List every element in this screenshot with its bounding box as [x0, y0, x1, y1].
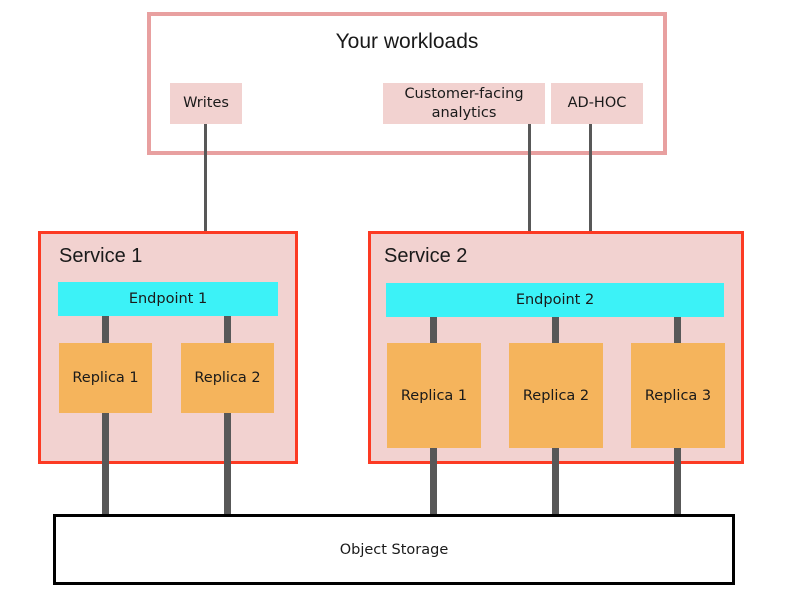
service-2-title: Service 2 [384, 245, 468, 267]
service-1-title: Service 1 [59, 245, 143, 267]
workload-chip-writes[interactable]: Writes [170, 83, 242, 124]
service-1-replica-1[interactable]: Replica 1 [59, 343, 152, 413]
pipe-endpoint2-to-replica1 [430, 317, 437, 344]
service-1-endpoint[interactable]: Endpoint 1 [58, 282, 278, 316]
pipe-service2-replica3-to-storage [674, 448, 681, 516]
object-storage-box[interactable]: Object Storage [53, 514, 735, 585]
pipe-endpoint2-to-replica3 [674, 317, 681, 344]
arrow-adhoc-to-endpoint2-line [589, 124, 592, 266]
service-2-replica-3[interactable]: Replica 3 [631, 343, 725, 448]
pipe-service2-replica1-to-storage [430, 448, 437, 516]
pipe-endpoint1-to-replica2 [224, 316, 231, 344]
pipe-endpoint1-to-replica1 [102, 316, 109, 344]
service-2-replica-1[interactable]: Replica 1 [387, 343, 481, 448]
workload-chip-customer-facing-analytics[interactable]: Customer-facing analytics [383, 83, 545, 124]
service-2-endpoint[interactable]: Endpoint 2 [386, 283, 724, 317]
service-1-replica-2[interactable]: Replica 2 [181, 343, 274, 413]
workload-chip-ad-hoc[interactable]: AD-HOC [551, 83, 643, 124]
pipe-service1-replica1-to-storage [102, 413, 109, 516]
arrow-analytics-to-endpoint2-line [528, 124, 531, 266]
pipe-service2-replica2-to-storage [552, 448, 559, 516]
pipe-endpoint2-to-replica2 [552, 317, 559, 344]
workloads-title: Your workloads [335, 30, 479, 53]
arrow-writes-to-endpoint1-line [204, 124, 207, 258]
service-2-replica-2[interactable]: Replica 2 [509, 343, 603, 448]
pipe-service1-replica2-to-storage [224, 413, 231, 516]
